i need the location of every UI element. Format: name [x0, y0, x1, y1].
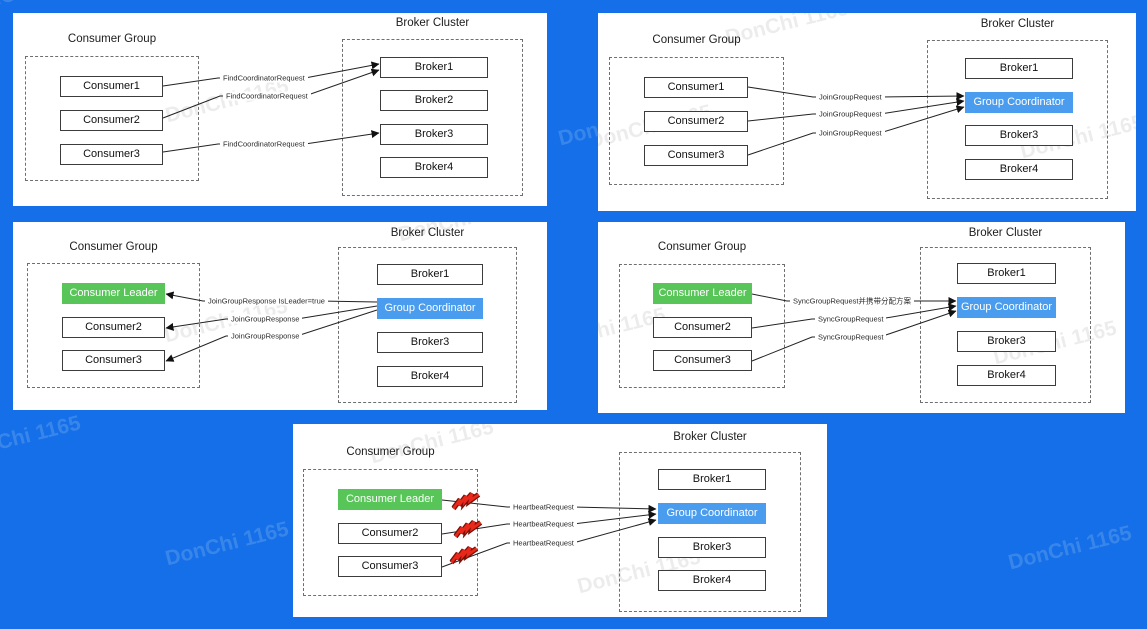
panel-3-join-group-response: DonChi 1165 DonChi 1165 Consumer Group B…	[13, 222, 547, 410]
message-label: HeartbeatRequest	[510, 538, 577, 548]
panel-2-join-group-request: DonChi 1165 DonChi 1165 DonChi 1165 Cons…	[598, 13, 1136, 211]
panel-5-heartbeat: DonChi 1165 DonChi 1165 Consumer Group B…	[293, 424, 827, 617]
message-label: JoinGroupResponse IsLeader=true	[205, 296, 328, 306]
consumer-group-title: Consumer Group	[652, 34, 741, 46]
message-label: SyncGroupRequest	[815, 314, 887, 324]
broker-cluster-border	[920, 247, 1091, 403]
broker-cluster-title: Broker Cluster	[980, 18, 1055, 30]
broker1-box: Broker1	[658, 469, 766, 490]
group-coordinator-box: Group Coordinator	[957, 297, 1056, 318]
broker1-box: Broker1	[377, 264, 483, 285]
broker4-box: Broker4	[965, 159, 1073, 180]
group-coordinator-box: Group Coordinator	[377, 298, 483, 319]
consumer-group-border	[27, 263, 200, 388]
broker-cluster-title: Broker Cluster	[673, 431, 747, 443]
broker-cluster-border	[927, 40, 1108, 199]
lightning-bolt-icon	[449, 545, 479, 565]
watermark: DonChi 1165	[163, 517, 291, 571]
consumer3-box: Consumer3	[62, 350, 165, 371]
consumer1-box: Consumer1	[644, 77, 748, 98]
message-label: JoinGroupRequest	[816, 128, 885, 138]
message-label: SyncGroupRequest并携带分配方案	[790, 296, 914, 306]
consumer-group-title: Consumer Group	[67, 33, 157, 45]
broker3-box: Broker3	[377, 332, 483, 353]
consumer-leader-box: Consumer Leader	[653, 283, 752, 304]
consumer1-box: Consumer1	[60, 76, 163, 97]
message-label: JoinGroupResponse	[228, 314, 303, 324]
broker2-box: Broker2	[380, 90, 488, 111]
message-label: FindCoordinatorRequest	[220, 73, 308, 83]
broker3-box: Broker3	[380, 124, 488, 145]
broker-cluster-border	[342, 39, 523, 196]
broker4-box: Broker4	[380, 157, 488, 178]
consumer2-box: Consumer2	[653, 317, 752, 338]
lightning-bolt-icon	[451, 491, 481, 511]
consumer-leader-box: Consumer Leader	[338, 489, 442, 510]
consumer2-box: Consumer2	[338, 523, 442, 544]
consumer-group-border	[609, 57, 784, 185]
consumer3-box: Consumer3	[338, 556, 442, 577]
message-label: SyncGroupRequest	[815, 332, 887, 342]
watermark: DonChi 1165	[0, 411, 83, 465]
consumer-group-border	[25, 56, 199, 181]
broker1-box: Broker1	[965, 58, 1073, 79]
broker-cluster-border	[338, 247, 517, 403]
consumer-group-title: Consumer Group	[69, 241, 158, 253]
broker-cluster-border	[619, 452, 801, 612]
message-label: JoinGroupRequest	[816, 109, 885, 119]
consumer-group-title: Consumer Group	[657, 241, 747, 253]
broker3-box: Broker3	[658, 537, 766, 558]
broker4-box: Broker4	[377, 366, 483, 387]
consumer-leader-box: Consumer Leader	[62, 283, 165, 304]
consumer-group-border	[303, 469, 478, 596]
watermark: DonChi 1165	[1006, 521, 1134, 575]
panel-4-sync-group-request: DonChi 1165 DonChi 1165 Consumer Group B…	[598, 222, 1125, 413]
message-label: JoinGroupRequest	[816, 92, 885, 102]
broker4-box: Broker4	[658, 570, 766, 591]
consumer-group-border	[619, 264, 785, 388]
broker-cluster-title: Broker Cluster	[968, 227, 1043, 239]
broker1-box: Broker1	[957, 263, 1056, 284]
consumer3-box: Consumer3	[644, 145, 748, 166]
broker3-box: Broker3	[965, 125, 1073, 146]
consumer3-box: Consumer3	[653, 350, 752, 371]
group-coordinator-box: Group Coordinator	[965, 92, 1073, 113]
broker-cluster-title: Broker Cluster	[395, 17, 470, 29]
group-coordinator-box: Group Coordinator	[658, 503, 766, 524]
consumer3-box: Consumer3	[60, 144, 163, 165]
message-label: JoinGroupResponse	[228, 331, 303, 341]
message-label: FindCoordinatorRequest	[223, 91, 311, 101]
broker3-box: Broker3	[957, 331, 1056, 352]
consumer2-box: Consumer2	[60, 110, 163, 131]
broker4-box: Broker4	[957, 365, 1056, 386]
message-label: HeartbeatRequest	[510, 502, 577, 512]
panel-1-find-coordinator: DonChi 1165 Consumer Group Broker Cluste…	[13, 13, 547, 206]
broker-cluster-title: Broker Cluster	[390, 227, 465, 239]
consumer-group-title: Consumer Group	[346, 446, 435, 458]
message-label: FindCoordinatorRequest	[220, 139, 308, 149]
broker1-box: Broker1	[380, 57, 488, 78]
consumer2-box: Consumer2	[644, 111, 748, 132]
message-label: HeartbeatRequest	[510, 519, 577, 529]
lightning-bolt-icon	[453, 519, 483, 539]
consumer2-box: Consumer2	[62, 317, 165, 338]
